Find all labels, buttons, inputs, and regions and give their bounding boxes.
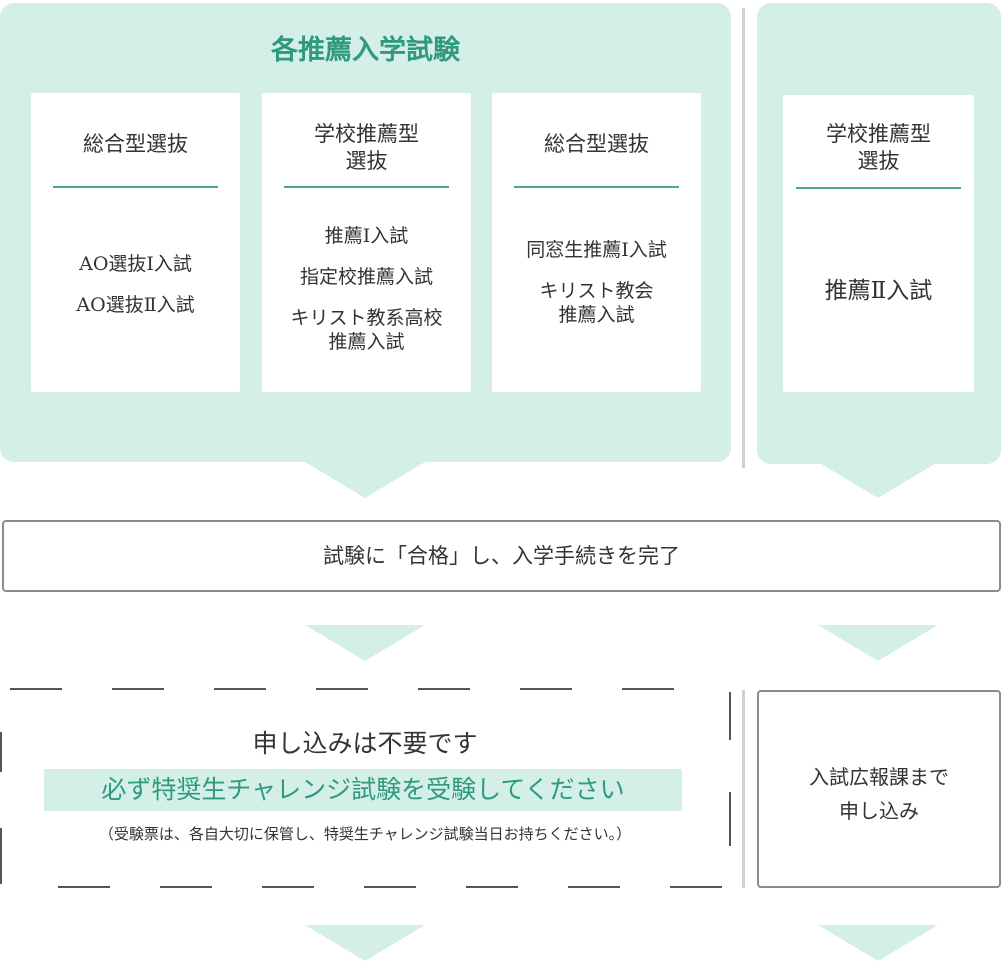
pass-procedure-box: 試験に「合格」し、入学手続きを完了 xyxy=(2,520,1001,592)
exam-card-suisen-2: 学校推薦型 選抜 推薦Ⅱ入試 xyxy=(783,95,974,392)
card-divider xyxy=(284,186,449,188)
exam-card-sogo-2: 総合型選抜 同窓生推薦I入試 キリスト教会 推薦入試 xyxy=(492,93,701,392)
card-item: 指定校推薦入試 xyxy=(299,266,433,288)
must-take-exam-text: 必ず特奨生チャレンジ試験を受験してください xyxy=(101,775,625,804)
dashed-border xyxy=(112,688,164,690)
arrow-down-icon xyxy=(818,625,938,661)
right-exam-panel: 学校推薦型 選抜 推薦Ⅱ入試 xyxy=(757,3,1001,464)
dashed-border xyxy=(364,886,416,888)
dashed-border xyxy=(58,886,110,888)
exam-card-gakko-suisen: 学校推薦型 選抜 推薦I入試 指定校推薦入試 キリスト教系高校 推薦入試 xyxy=(262,93,471,392)
apply-text: 入試広報課まで 申し込み xyxy=(759,760,999,828)
panel-title: 各推薦入学試験 xyxy=(271,35,460,66)
dashed-border xyxy=(316,688,368,690)
card-item: AO選抜Ⅱ入試 xyxy=(76,294,195,316)
card-divider xyxy=(796,187,961,189)
dashed-border xyxy=(262,886,314,888)
apply-line: 入試広報課まで xyxy=(809,765,949,789)
apply-admissions-box: 入試広報課まで 申し込み xyxy=(757,690,1001,888)
card-items: 推薦Ⅱ入試 xyxy=(783,276,974,306)
card-items: AO選抜I入試 AO選抜Ⅱ入試 xyxy=(31,252,240,317)
exam-ticket-note: （受験票は、各自大切に保管し、特奨生チャレンジ試験当日お持ちください。） xyxy=(98,825,632,843)
card-items: 同窓生推薦I入試 キリスト教会 推薦入試 xyxy=(492,238,701,327)
no-application-box: 申し込みは不要です 必ず特奨生チャレンジ試験を受験してください （受験票は、各自… xyxy=(0,688,733,888)
card-item: 推薦入試 xyxy=(558,304,635,326)
card-item: キリスト教系高校 xyxy=(290,307,443,329)
arrow-down-icon xyxy=(818,925,938,961)
dashed-border xyxy=(214,688,266,690)
card-item: 同窓生推薦I入試 xyxy=(526,239,667,261)
column-divider xyxy=(742,8,745,468)
card-title: 学校推薦型 選抜 xyxy=(262,121,471,175)
card-title-line: 総合型選抜 xyxy=(83,132,188,156)
column-divider xyxy=(742,690,745,888)
left-exam-panel: 各推薦入学試験 総合型選抜 AO選抜I入試 AO選抜Ⅱ入試 学校推薦型 選抜 推… xyxy=(0,3,731,462)
card-title: 学校推薦型 選抜 xyxy=(783,121,974,175)
exam-card-sogo-1: 総合型選抜 AO選抜I入試 AO選抜Ⅱ入試 xyxy=(31,93,240,392)
dashed-border xyxy=(729,792,731,846)
arrow-down-icon xyxy=(818,462,938,498)
apply-line: 申し込み xyxy=(839,799,919,823)
card-item: キリスト教会 xyxy=(539,280,654,302)
dashed-border xyxy=(10,688,62,690)
dashed-border xyxy=(729,692,731,740)
dashed-border xyxy=(0,732,2,772)
dashed-border xyxy=(160,886,212,888)
must-take-exam-banner: 必ず特奨生チャレンジ試験を受験してください xyxy=(44,769,682,811)
arrow-down-icon xyxy=(305,462,425,498)
card-title: 総合型選抜 xyxy=(492,131,701,158)
card-title-line: 選抜 xyxy=(345,149,388,173)
card-title-line: 選抜 xyxy=(857,149,900,173)
card-item: AO選抜I入試 xyxy=(79,253,192,275)
dashed-border xyxy=(568,886,620,888)
dashed-border xyxy=(466,886,518,888)
card-title-line: 学校推薦型 xyxy=(826,122,931,146)
card-items: 推薦I入試 指定校推薦入試 キリスト教系高校 推薦入試 xyxy=(262,224,471,354)
dashed-border xyxy=(670,886,722,888)
dashed-border xyxy=(418,688,470,690)
dashed-border xyxy=(0,828,2,884)
card-divider xyxy=(514,186,679,188)
card-title-line: 総合型選抜 xyxy=(544,132,649,156)
card-item: 推薦I入試 xyxy=(324,225,409,247)
no-application-heading: 申し込みは不要です xyxy=(252,729,478,758)
card-item: 推薦入試 xyxy=(328,331,405,353)
arrow-down-icon xyxy=(305,925,425,961)
dashed-border xyxy=(622,688,674,690)
card-title-line: 学校推薦型 xyxy=(314,122,419,146)
card-divider xyxy=(53,186,218,188)
arrow-down-icon xyxy=(305,625,425,661)
card-title: 総合型選抜 xyxy=(31,131,240,158)
dashed-border xyxy=(520,688,572,690)
card-item: 推薦Ⅱ入試 xyxy=(824,278,933,304)
pass-procedure-text: 試験に「合格」し、入学手続きを完了 xyxy=(323,544,680,568)
